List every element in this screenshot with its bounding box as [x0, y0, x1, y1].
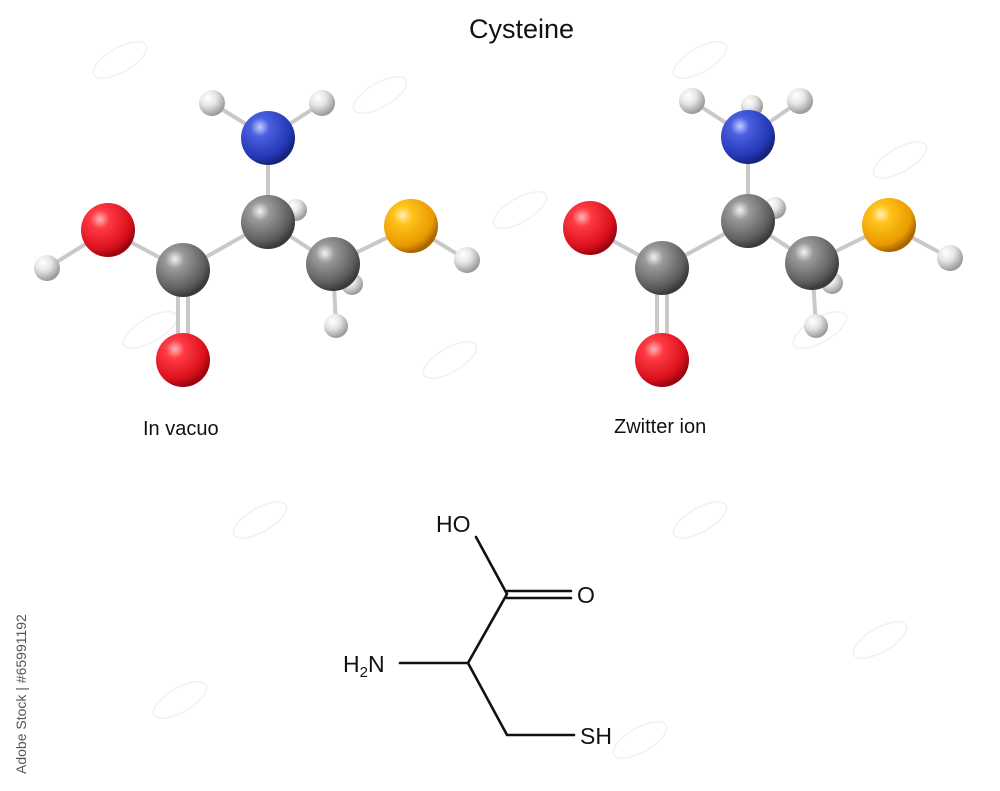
- hydrogen-atom: [679, 88, 705, 114]
- oxygen-atom: [635, 333, 689, 387]
- in-vacuo-label: In vacuo: [143, 418, 219, 440]
- zwitter-ion-model: [563, 88, 963, 387]
- watermark-pattern: [92, 41, 928, 759]
- hydrogen-atom: [199, 90, 225, 116]
- hydrogen-atom: [937, 245, 963, 271]
- oxygen-atom: [81, 203, 135, 257]
- skeletal-formula: HO O H2N SH: [343, 511, 612, 749]
- carbon-atom: [241, 195, 295, 249]
- zwitter-ion-label: Zwitter ion: [614, 416, 707, 438]
- amine-h: H: [343, 651, 360, 677]
- amine-subscript: 2: [360, 664, 368, 681]
- thiol-label: SH: [580, 723, 612, 749]
- hydrogen-atom: [804, 314, 828, 338]
- carbon-atom: [721, 194, 775, 248]
- stock-id-text: Adobe Stock | #65991192: [13, 614, 29, 774]
- hydrogen-atom: [787, 88, 813, 114]
- amine-label: H2N: [343, 651, 385, 681]
- hydrogen-atom: [454, 247, 480, 273]
- sulfur-atom: [384, 199, 438, 253]
- amine-n: N: [368, 651, 385, 677]
- carbon-atom: [306, 237, 360, 291]
- carbon-atom: [156, 243, 210, 297]
- hydrogen-atom: [324, 314, 348, 338]
- carbon-atom: [785, 236, 839, 290]
- oxygen-label: O: [577, 582, 595, 608]
- oxygen-atom: [563, 201, 617, 255]
- page-title: Cysteine: [468, 14, 575, 44]
- hydroxyl-label: HO: [436, 511, 471, 537]
- in-vacuo-model: [34, 90, 480, 387]
- nitrogen-atom: [721, 110, 775, 164]
- stock-id-watermark: Adobe Stock | #65991192: [13, 614, 29, 774]
- sulfur-atom: [862, 198, 916, 252]
- hydrogen-atom: [34, 255, 60, 281]
- oxygen-atom: [156, 333, 210, 387]
- hydrogen-atom: [309, 90, 335, 116]
- carbon-atom: [635, 241, 689, 295]
- nitrogen-atom: [241, 111, 295, 165]
